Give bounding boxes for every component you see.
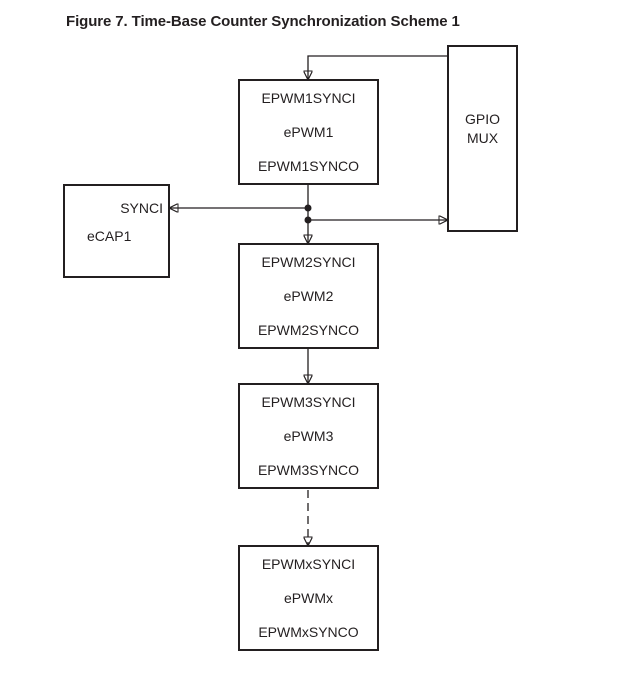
epwm3-synco-label: EPWM3SYNCO (257, 462, 360, 478)
block-epwm3: EPWM3SYNCI ePWM3 EPWM3SYNCO (238, 383, 379, 489)
block-epwm1: EPWM1SYNCI ePWM1 EPWM1SYNCO (238, 79, 379, 185)
junction-dot-lower (304, 216, 312, 224)
epwm1-synco-label: EPWM1SYNCO (257, 158, 360, 174)
epwm2-name-label: ePWM2 (283, 288, 334, 304)
epwm3-synci-label: EPWM3SYNCI (261, 394, 356, 410)
epwmx-synco-label: EPWMxSYNCO (258, 624, 359, 640)
epwm1-synci-label: EPWM1SYNCI (261, 90, 356, 106)
epwmx-synci-label: EPWMxSYNCI (261, 556, 356, 572)
figure-title: Figure 7. Time-Base Counter Synchronizat… (66, 13, 460, 30)
block-epwmx: EPWMxSYNCI ePWMx EPWMxSYNCO (238, 545, 379, 651)
gpio-mux-label-line2: MUX (466, 130, 499, 146)
ecap1-synci-port-label: SYNCI (120, 200, 163, 216)
epwm2-synci-label: EPWM2SYNCI (261, 254, 356, 270)
junction-dot-upper (304, 204, 312, 212)
block-gpio-mux: GPIO MUX (447, 45, 518, 232)
block-ecap1: SYNCI eCAP1 (63, 184, 170, 278)
wire-gpiomux-to-epwm1synci (308, 55, 447, 79)
block-epwm2: EPWM2SYNCI ePWM2 EPWM2SYNCO (238, 243, 379, 349)
epwm2-synco-label: EPWM2SYNCO (257, 322, 360, 338)
epwm1-name-label: ePWM1 (283, 124, 334, 140)
ecap1-name-label: eCAP1 (87, 228, 132, 244)
epwmx-name-label: ePWMx (284, 590, 333, 606)
gpio-mux-label-line1: GPIO (464, 111, 500, 127)
epwm3-name-label: ePWM3 (283, 428, 334, 444)
